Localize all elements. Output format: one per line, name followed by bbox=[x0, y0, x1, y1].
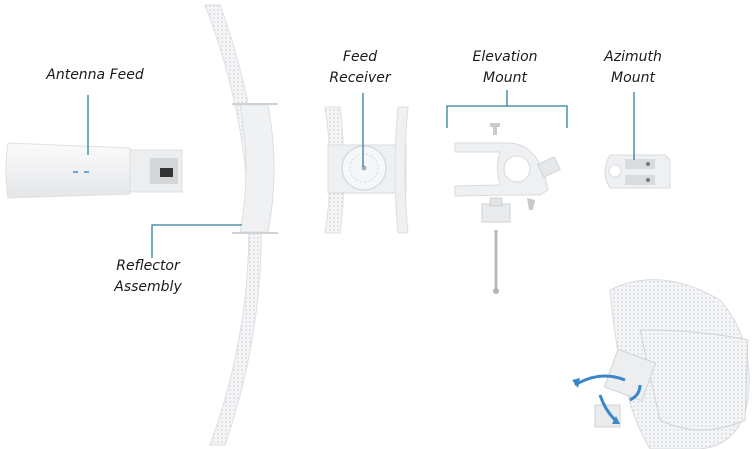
label-antenna-feed: Antenna Feed bbox=[46, 67, 144, 83]
assembled-antenna-illustration bbox=[572, 279, 750, 449]
feed-receiver-part bbox=[324, 106, 409, 234]
callout-reflector bbox=[151, 224, 242, 258]
antenna-feed-part bbox=[5, 142, 183, 199]
label-line: Receiver bbox=[329, 70, 391, 86]
label-line: Mount bbox=[483, 70, 527, 86]
reflector-assembly-part bbox=[204, 4, 278, 446]
label-line: Elevation bbox=[472, 49, 538, 65]
label-elevation-mount: Elevation Mount bbox=[472, 47, 537, 89]
label-feed-receiver: Feed Receiver bbox=[329, 47, 390, 89]
label-line: Azimuth bbox=[604, 49, 662, 65]
label-reflector-assembly: Reflector Assembly bbox=[114, 256, 181, 298]
label-line: Mount bbox=[611, 70, 655, 86]
callout-elevation-mount bbox=[446, 105, 568, 128]
label-azimuth-mount: Azimuth Mount bbox=[604, 47, 662, 89]
rotation-arrows-icon bbox=[574, 374, 642, 422]
label-line: Feed bbox=[342, 49, 378, 65]
label-line: Assembly bbox=[114, 279, 182, 295]
azimuth-mount-part bbox=[604, 154, 671, 189]
label-line: Reflector bbox=[116, 258, 180, 274]
elevation-mount-parts bbox=[454, 123, 561, 294]
callout-lines bbox=[87, 90, 635, 258]
